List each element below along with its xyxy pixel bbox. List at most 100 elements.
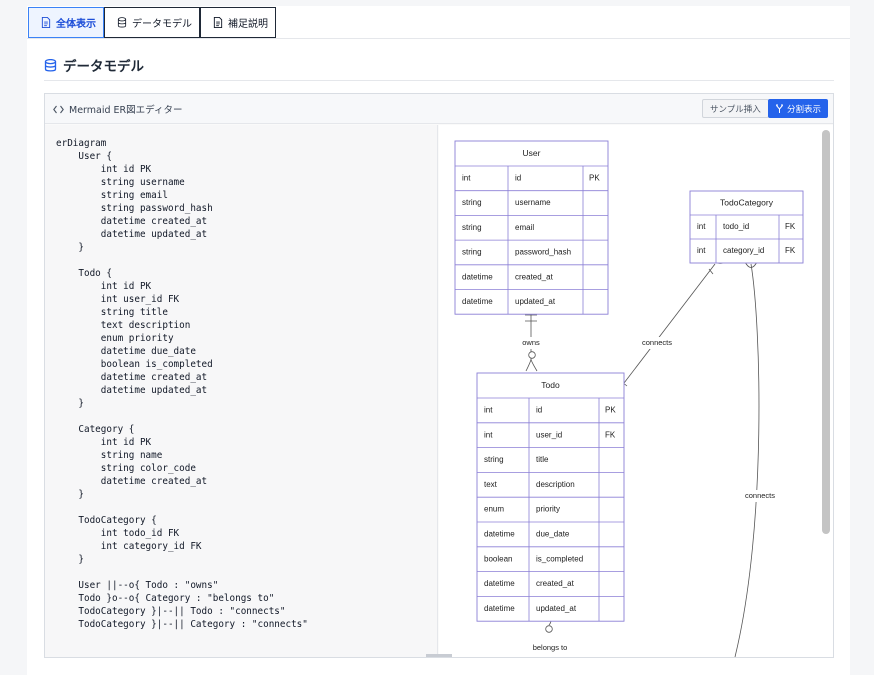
attribute-cell: due_date bbox=[536, 530, 570, 539]
relation-label: connects bbox=[745, 491, 775, 500]
split-icon bbox=[776, 104, 783, 113]
code-line: TodoCategory }|--|| Category : "connects… bbox=[56, 619, 308, 630]
code-line: enum priority bbox=[56, 333, 174, 344]
code-line: } bbox=[56, 554, 84, 565]
code-line: boolean is_completed bbox=[56, 359, 213, 370]
tab-notes[interactable]: 補足説明 bbox=[200, 7, 276, 38]
attribute-cell: id bbox=[536, 406, 542, 415]
attribute-cell: title bbox=[536, 455, 549, 464]
relation-marker-many bbox=[525, 358, 538, 372]
attribute-cell: id bbox=[515, 173, 521, 182]
relation-label-bg bbox=[738, 490, 782, 502]
entity-title: Todo bbox=[541, 380, 560, 390]
attribute-cell: FK bbox=[785, 246, 796, 255]
code-editor[interactable]: erDiagram User { int id PK string userna… bbox=[45, 125, 438, 657]
preview-scrollbar[interactable] bbox=[822, 130, 830, 534]
attribute-cell: int bbox=[697, 246, 706, 255]
code-line: Category { bbox=[56, 424, 135, 435]
code-line: int id PK bbox=[56, 164, 152, 175]
code-line: } bbox=[56, 489, 84, 500]
code-line: int todo_id FK bbox=[56, 528, 180, 539]
divider bbox=[44, 80, 834, 81]
attribute-cell: user_id bbox=[536, 430, 562, 439]
relation-label: owns bbox=[522, 338, 540, 347]
insert-sample-label: サンプル挿入 bbox=[710, 104, 761, 115]
attribute-cell: updated_at bbox=[515, 297, 556, 306]
tab-data-model[interactable]: データモデル bbox=[104, 7, 200, 38]
code-line: erDiagram bbox=[56, 138, 107, 149]
code-line: string name bbox=[56, 450, 163, 461]
editor-toolbar: Mermaid ER図エディター サンプル挿入 分割表示 bbox=[45, 94, 833, 124]
attribute-cell: string bbox=[462, 223, 482, 232]
attribute-cell: datetime bbox=[462, 297, 493, 306]
attribute-cell: email bbox=[515, 223, 534, 232]
attribute-cell: int bbox=[697, 222, 706, 231]
code-line: string title bbox=[56, 307, 168, 318]
code-line bbox=[56, 501, 437, 514]
attribute-cell: priority bbox=[536, 505, 560, 514]
attribute-cell: is_completed bbox=[536, 554, 583, 563]
document-icon bbox=[41, 17, 51, 28]
tab-overview[interactable]: 全体表示 bbox=[28, 7, 104, 38]
attribute-cell: datetime bbox=[462, 272, 493, 281]
attribute-cell: todo_id bbox=[723, 222, 749, 231]
relation-label-bg bbox=[635, 337, 679, 349]
attribute-cell: datetime bbox=[484, 530, 515, 539]
attribute-cell: FK bbox=[605, 430, 616, 439]
attribute-cell: string bbox=[484, 455, 504, 464]
document-icon bbox=[213, 17, 223, 28]
attribute-cell: category_id bbox=[723, 246, 764, 255]
page-title: データモデル bbox=[63, 59, 144, 75]
database-icon bbox=[117, 17, 127, 28]
code-line: TodoCategory { bbox=[56, 515, 157, 526]
code-line: datetime created_at bbox=[56, 372, 208, 383]
tab-label: 補足説明 bbox=[228, 19, 268, 30]
tab-label: データモデル bbox=[132, 19, 192, 30]
insert-sample-button[interactable]: サンプル挿入 bbox=[702, 99, 769, 118]
editor-title: Mermaid ER図エディター bbox=[53, 102, 182, 116]
attribute-cell: int bbox=[484, 430, 493, 439]
attribute-cell: username bbox=[515, 198, 551, 207]
code-line: datetime created_at bbox=[56, 216, 208, 227]
resize-handle[interactable] bbox=[426, 654, 452, 657]
relation-marker-zero bbox=[528, 351, 536, 359]
attribute-cell: FK bbox=[785, 222, 796, 231]
section-heading: データモデル bbox=[44, 55, 144, 75]
split-view-button[interactable]: 分割表示 bbox=[768, 99, 829, 118]
editor-title-text: Mermaid ER図エディター bbox=[69, 105, 183, 116]
relation-marker-one bbox=[525, 314, 537, 322]
attribute-cell: PK bbox=[589, 173, 600, 182]
code-line: datetime updated_at bbox=[56, 385, 208, 396]
code-line: string username bbox=[56, 177, 185, 188]
code-line: Todo }o--o{ Category : "belongs to" bbox=[56, 593, 275, 604]
attribute-cell: updated_at bbox=[536, 604, 577, 613]
attribute-cell: enum bbox=[484, 505, 504, 514]
code-line: int category_id FK bbox=[56, 541, 202, 552]
entity-box bbox=[689, 190, 804, 264]
attribute-cell: password_hash bbox=[515, 248, 571, 257]
code-line: TodoCategory }|--|| Todo : "connects" bbox=[56, 606, 286, 617]
code-line bbox=[56, 254, 437, 267]
code-icon bbox=[53, 105, 64, 113]
attribute-cell: datetime bbox=[484, 604, 515, 613]
relation-label: connects bbox=[642, 338, 672, 347]
main-card: 全体表示 データモデル 補足説明 データモデル Mermaid ER図エディター… bbox=[27, 6, 850, 675]
split-view-label: 分割表示 bbox=[787, 104, 822, 115]
code-line: User ||--o{ Todo : "owns" bbox=[56, 580, 219, 591]
relation-label-bg bbox=[524, 642, 576, 654]
relation-line-connects-category bbox=[734, 263, 760, 657]
code-line: string email bbox=[56, 190, 168, 201]
relation-marker-zero bbox=[545, 625, 553, 633]
attribute-cell: text bbox=[484, 480, 498, 489]
attribute-cell: int bbox=[462, 173, 471, 182]
attribute-cell: int bbox=[484, 406, 493, 415]
entity-box bbox=[454, 140, 609, 315]
code-line: int id PK bbox=[56, 437, 152, 448]
entity-title: User bbox=[523, 148, 541, 158]
relation-label-bg bbox=[519, 337, 543, 349]
attribute-cell: datetime bbox=[484, 579, 515, 588]
